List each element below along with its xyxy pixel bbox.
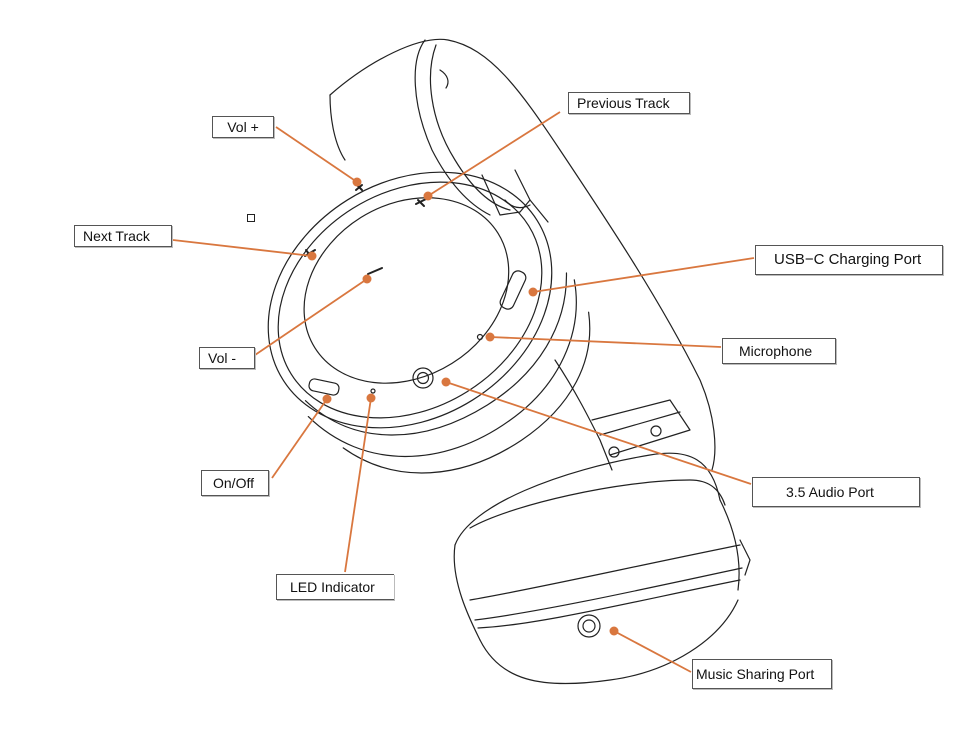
label-vol-minus: Vol -: [199, 347, 255, 369]
leader-usbc: [532, 257, 755, 293]
label-music-sharing: Music Sharing Port: [692, 659, 832, 689]
label-usb-c-port: USB−C Charging Port: [755, 245, 943, 275]
dot-onoff: [322, 394, 332, 404]
label-led-indicator: LED Indicator: [276, 574, 394, 600]
dot-vol-minus: [362, 274, 372, 284]
dot-audio: [441, 377, 451, 387]
leader-led: [344, 397, 372, 573]
dot-mic: [485, 332, 495, 342]
leader-onoff: [271, 398, 328, 479]
dot-prev: [423, 191, 433, 201]
upper-earcup: [267, 171, 591, 474]
leader-prev: [427, 111, 561, 197]
leader-share: [613, 630, 692, 673]
headband-inner-2: [429, 44, 511, 211]
leader-dots: [307, 177, 619, 636]
dot-vol-plus: [352, 177, 362, 187]
label-previous-track: Previous Track: [568, 92, 690, 114]
label-audio-port: 3.5 Audio Port: [752, 477, 920, 507]
lower-earcup: [453, 452, 751, 685]
leader-vol-minus: [254, 278, 368, 356]
small-square-mark: [247, 214, 255, 222]
slider-arm: [554, 359, 613, 471]
usbc-slot: [499, 270, 527, 310]
dot-led: [366, 393, 376, 403]
dot-share: [609, 626, 619, 636]
leader-lines: [172, 111, 755, 673]
hinge: [481, 169, 531, 216]
label-microphone: Microphone: [722, 338, 836, 364]
leader-mic: [489, 336, 722, 348]
leader-vol-plus: [275, 126, 358, 183]
leader-audio: [445, 381, 752, 485]
leader-next: [172, 239, 313, 257]
headband-inner: [414, 39, 491, 216]
dot-next: [307, 251, 317, 261]
label-on-off: On/Off: [201, 470, 269, 496]
label-vol-plus: Vol +: [212, 116, 274, 138]
vol-minus-mark: [367, 267, 383, 275]
dot-usbc: [528, 287, 538, 297]
headband-outer-2: [329, 94, 346, 161]
label-next-track: Next Track: [74, 225, 172, 247]
